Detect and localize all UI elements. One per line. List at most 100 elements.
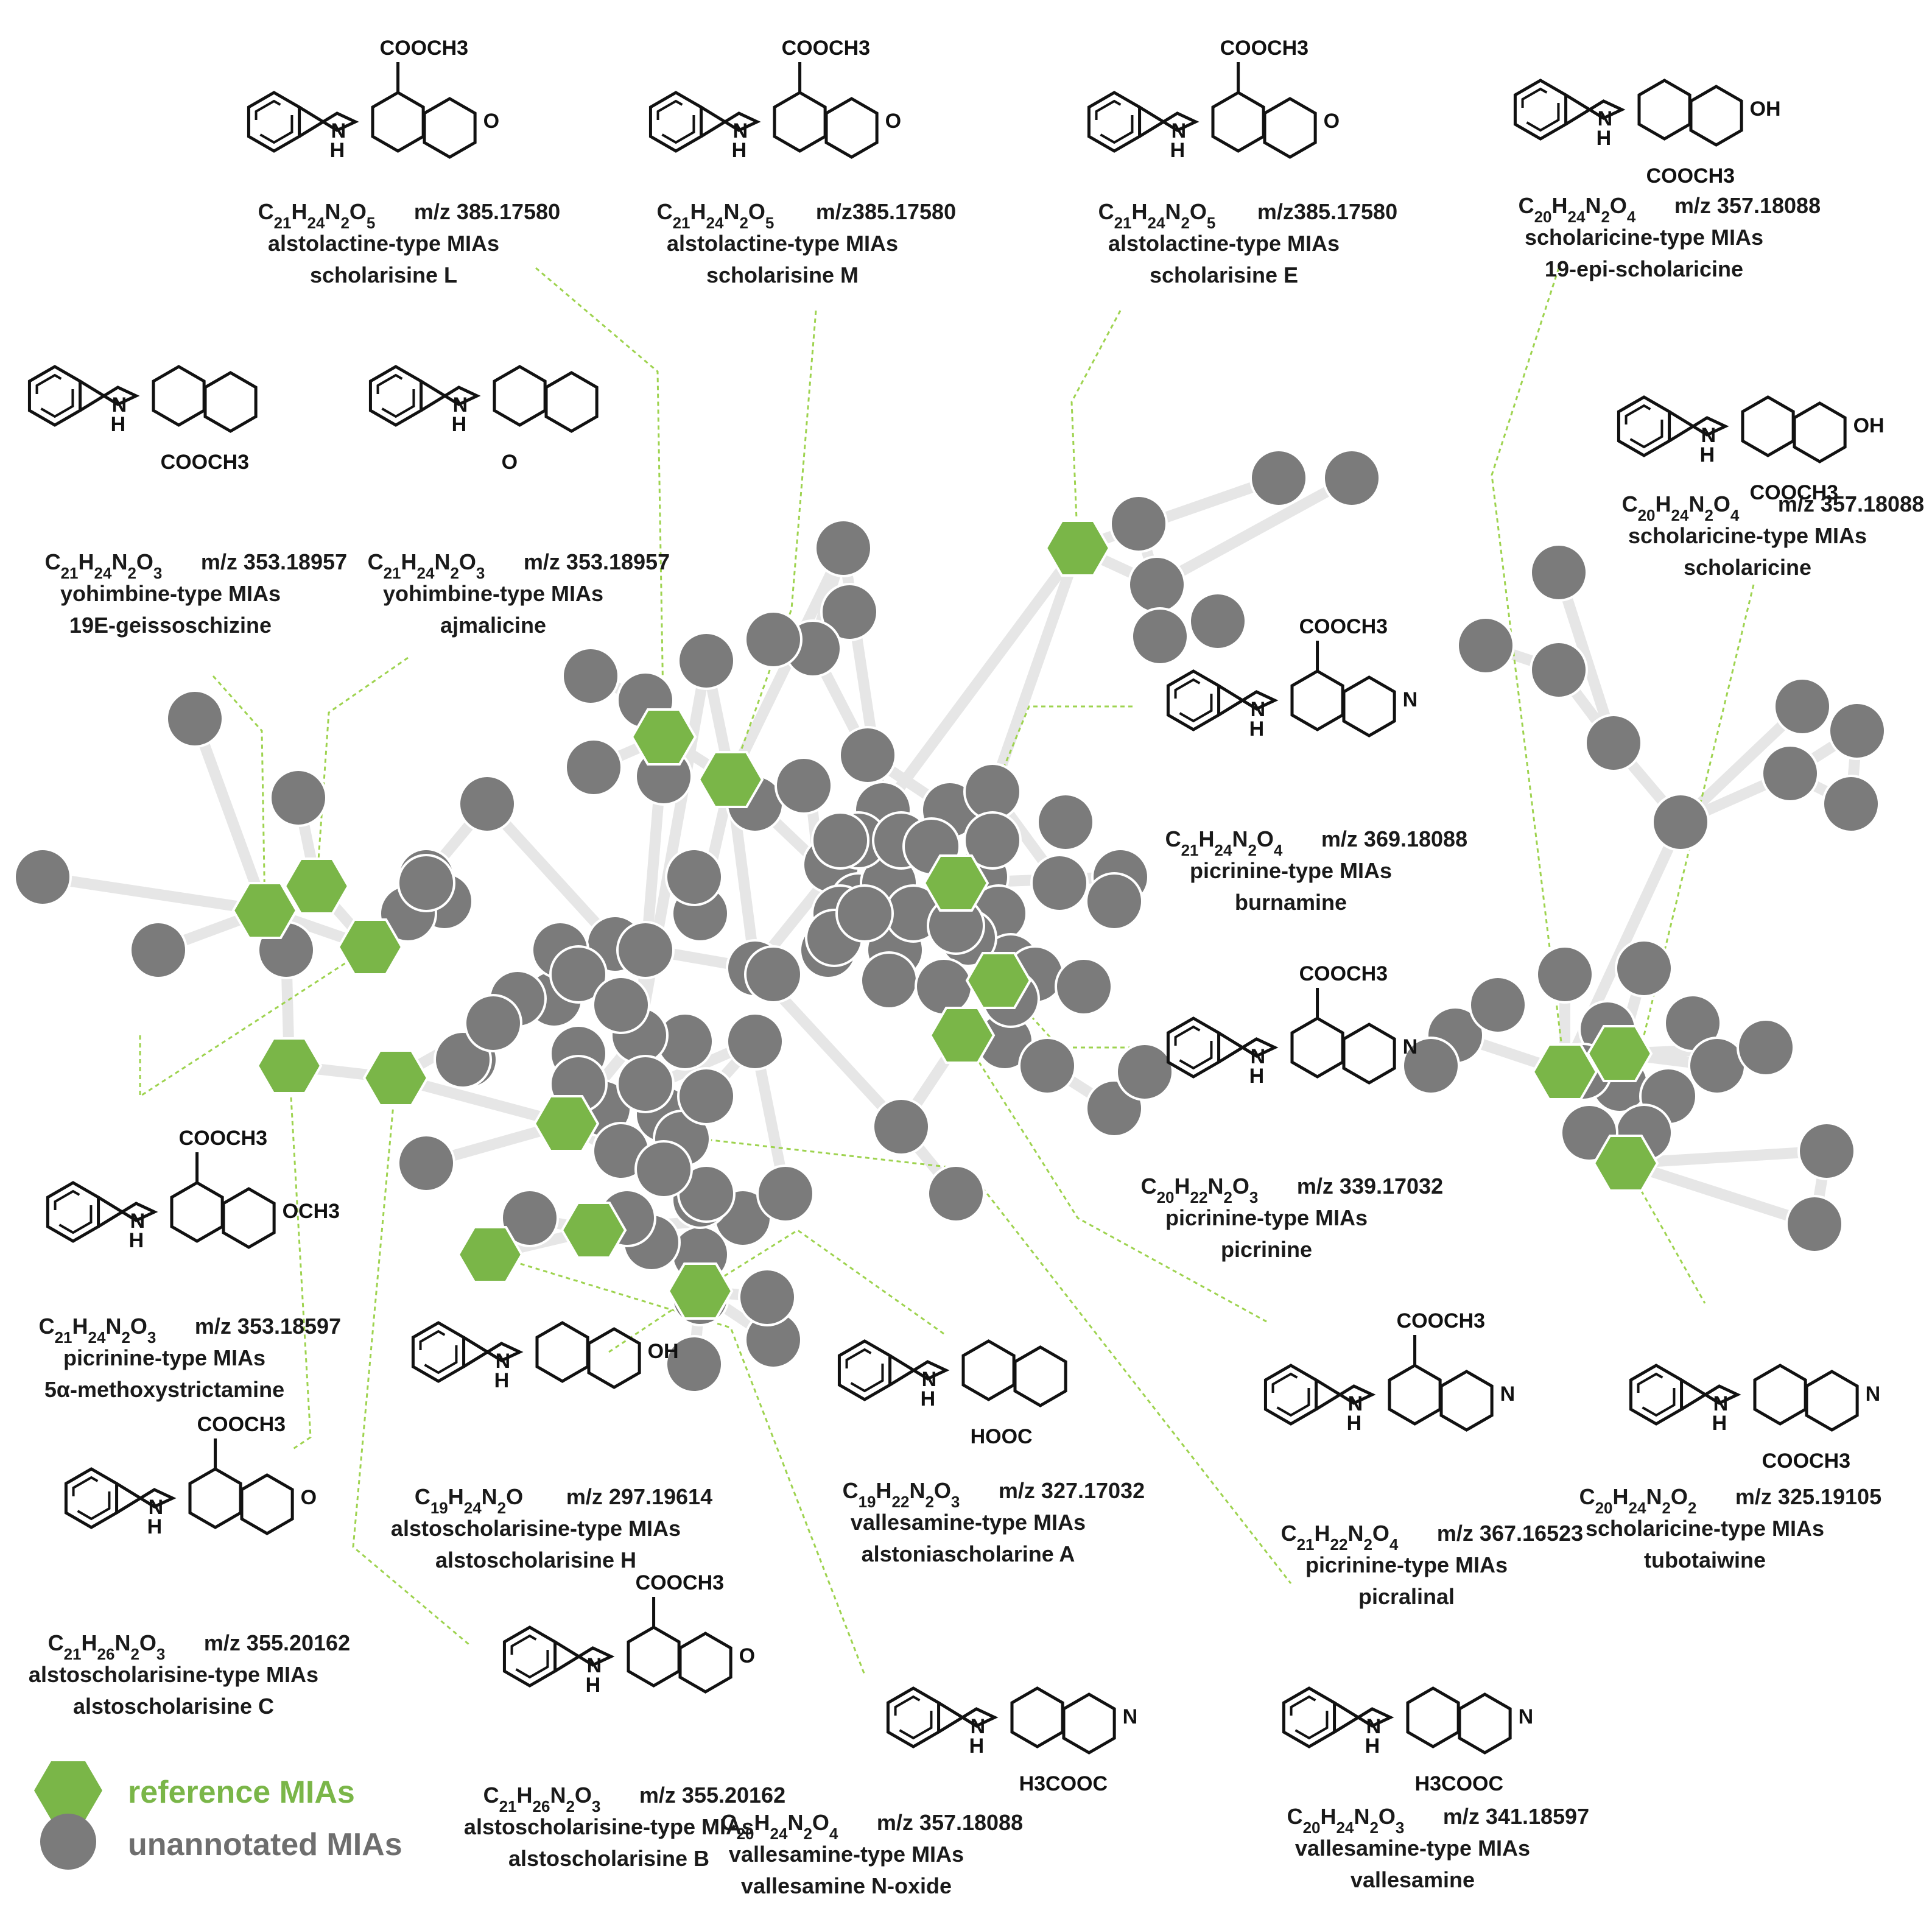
compound-formula: C19H24N2O bbox=[415, 1484, 523, 1517]
atom-n-label: N bbox=[1251, 1045, 1266, 1068]
compound-mz: m/z 297.19614 bbox=[566, 1484, 712, 1509]
unannotated-node bbox=[592, 976, 650, 1034]
unannotated-node bbox=[811, 811, 869, 870]
reference-node bbox=[630, 708, 697, 766]
unannotated-node bbox=[814, 519, 873, 577]
atom-n-label: N bbox=[1701, 424, 1716, 447]
substituent-label: O bbox=[502, 451, 518, 474]
atom-n-label: N bbox=[112, 393, 127, 417]
atom-h-label: H bbox=[1365, 1734, 1380, 1758]
unannotated-node bbox=[1018, 1037, 1077, 1095]
unannotated-node bbox=[820, 583, 879, 641]
atom-h-label: H bbox=[1249, 717, 1265, 741]
unannotated-node bbox=[1131, 607, 1189, 666]
unannotated-node bbox=[963, 811, 1022, 870]
compound-type: yohimbine-type MIAs bbox=[60, 581, 281, 606]
compound-name: burnamine bbox=[1235, 890, 1347, 915]
unannotated-node bbox=[1030, 854, 1089, 912]
reference-node bbox=[337, 918, 404, 976]
network-edge bbox=[482, 798, 620, 949]
atom-n-label: N bbox=[733, 119, 748, 143]
unannotated-node bbox=[1055, 957, 1113, 1016]
unannotated-node bbox=[1785, 1195, 1844, 1253]
atom-h-label: H bbox=[129, 1229, 144, 1252]
compound-mz: m/z 367.16523 bbox=[1437, 1521, 1583, 1546]
reference-node bbox=[1531, 1043, 1598, 1101]
unannotated-node bbox=[1323, 449, 1381, 507]
compound-mz: m/z385.17580 bbox=[1257, 199, 1397, 224]
unannotated-node bbox=[677, 1067, 736, 1125]
compound-name: alstoscholarisine H bbox=[435, 1548, 636, 1572]
atom-n-label: N bbox=[1713, 1392, 1729, 1415]
leader-line bbox=[535, 267, 665, 738]
unannotated-node bbox=[1530, 641, 1588, 699]
compound-type: picrinine-type MIAs bbox=[63, 1345, 265, 1370]
leader-line bbox=[729, 310, 817, 780]
unannotated-node bbox=[1109, 495, 1168, 553]
compound-type: alstolactine-type MIAs bbox=[667, 231, 898, 256]
unannotated-node bbox=[1036, 793, 1095, 851]
substituent-label: COOCH3 bbox=[636, 1571, 724, 1594]
unannotated-node bbox=[13, 848, 72, 906]
compound-label: C21H24N2O4 m/z 369.18088 picrinine-type MI… bbox=[1165, 826, 1467, 915]
unannotated-node bbox=[677, 632, 736, 690]
substituent-label: COOCH3 bbox=[161, 451, 249, 474]
compound-formula: C21H24N2O3 bbox=[45, 549, 163, 582]
compound-type: scholaricine-type MIAs bbox=[1586, 1516, 1824, 1541]
substituent-label: O bbox=[739, 1644, 755, 1667]
unannotated-node bbox=[166, 689, 224, 748]
compound-formula: C21H24N2O4 bbox=[1165, 826, 1283, 859]
unannotated-node bbox=[775, 756, 833, 815]
substituent-label: COOCH3 bbox=[1646, 164, 1735, 188]
substituent-label: N bbox=[1866, 1382, 1881, 1406]
compound-mz: m/z 357.18088 bbox=[1778, 491, 1924, 516]
compound-mz: m/z 353.18957 bbox=[201, 549, 347, 574]
unannotated-node bbox=[1828, 702, 1886, 760]
compound-name: scholaricine bbox=[1684, 555, 1811, 580]
compound-name: alstoscholarisine B bbox=[508, 1846, 709, 1871]
reference-node bbox=[965, 951, 1032, 1010]
unannotated-node bbox=[1456, 616, 1515, 675]
atom-h-label: H bbox=[586, 1674, 601, 1697]
substituent-label: COOCH3 bbox=[1762, 1449, 1850, 1473]
atom-h-label: H bbox=[1347, 1412, 1362, 1435]
reference-node bbox=[667, 1262, 734, 1320]
atom-n-label: N bbox=[453, 393, 468, 417]
legend: reference MIAs unannotated MIAs bbox=[34, 1761, 402, 1870]
compound-formula: C20H24N2O4 bbox=[1622, 491, 1740, 524]
network-edge bbox=[877, 543, 1083, 815]
substituent-label: N bbox=[1500, 1382, 1516, 1406]
compound-name: vallesamine bbox=[1351, 1867, 1475, 1892]
unannotated-node bbox=[756, 1164, 815, 1223]
substituent-label: N bbox=[1403, 1035, 1418, 1058]
atom-h-label: H bbox=[921, 1387, 936, 1410]
atom-n-label: N bbox=[331, 119, 346, 143]
compound-name: tubotaiwine bbox=[1644, 1548, 1766, 1572]
compound-type: vallesamine-type MIAs bbox=[1295, 1836, 1530, 1861]
network-edge bbox=[1553, 567, 1619, 748]
network-edge bbox=[1620, 1146, 1832, 1169]
compound-type: picrinine-type MIAs bbox=[1165, 1205, 1368, 1230]
atom-h-label: H bbox=[452, 413, 467, 436]
atom-h-label: H bbox=[330, 139, 345, 162]
unannotated-node bbox=[616, 1055, 675, 1113]
compound-mz: m/z 369.18088 bbox=[1321, 826, 1467, 851]
compound-name: 5α-methoxystrictamine bbox=[44, 1377, 284, 1402]
substituent-label: N bbox=[1123, 1705, 1138, 1728]
compound-type: picrinine-type MIAs bbox=[1190, 858, 1392, 883]
atom-n-label: N bbox=[1598, 107, 1613, 130]
unannotated-node bbox=[1737, 1018, 1795, 1077]
atom-h-label: H bbox=[494, 1369, 510, 1392]
